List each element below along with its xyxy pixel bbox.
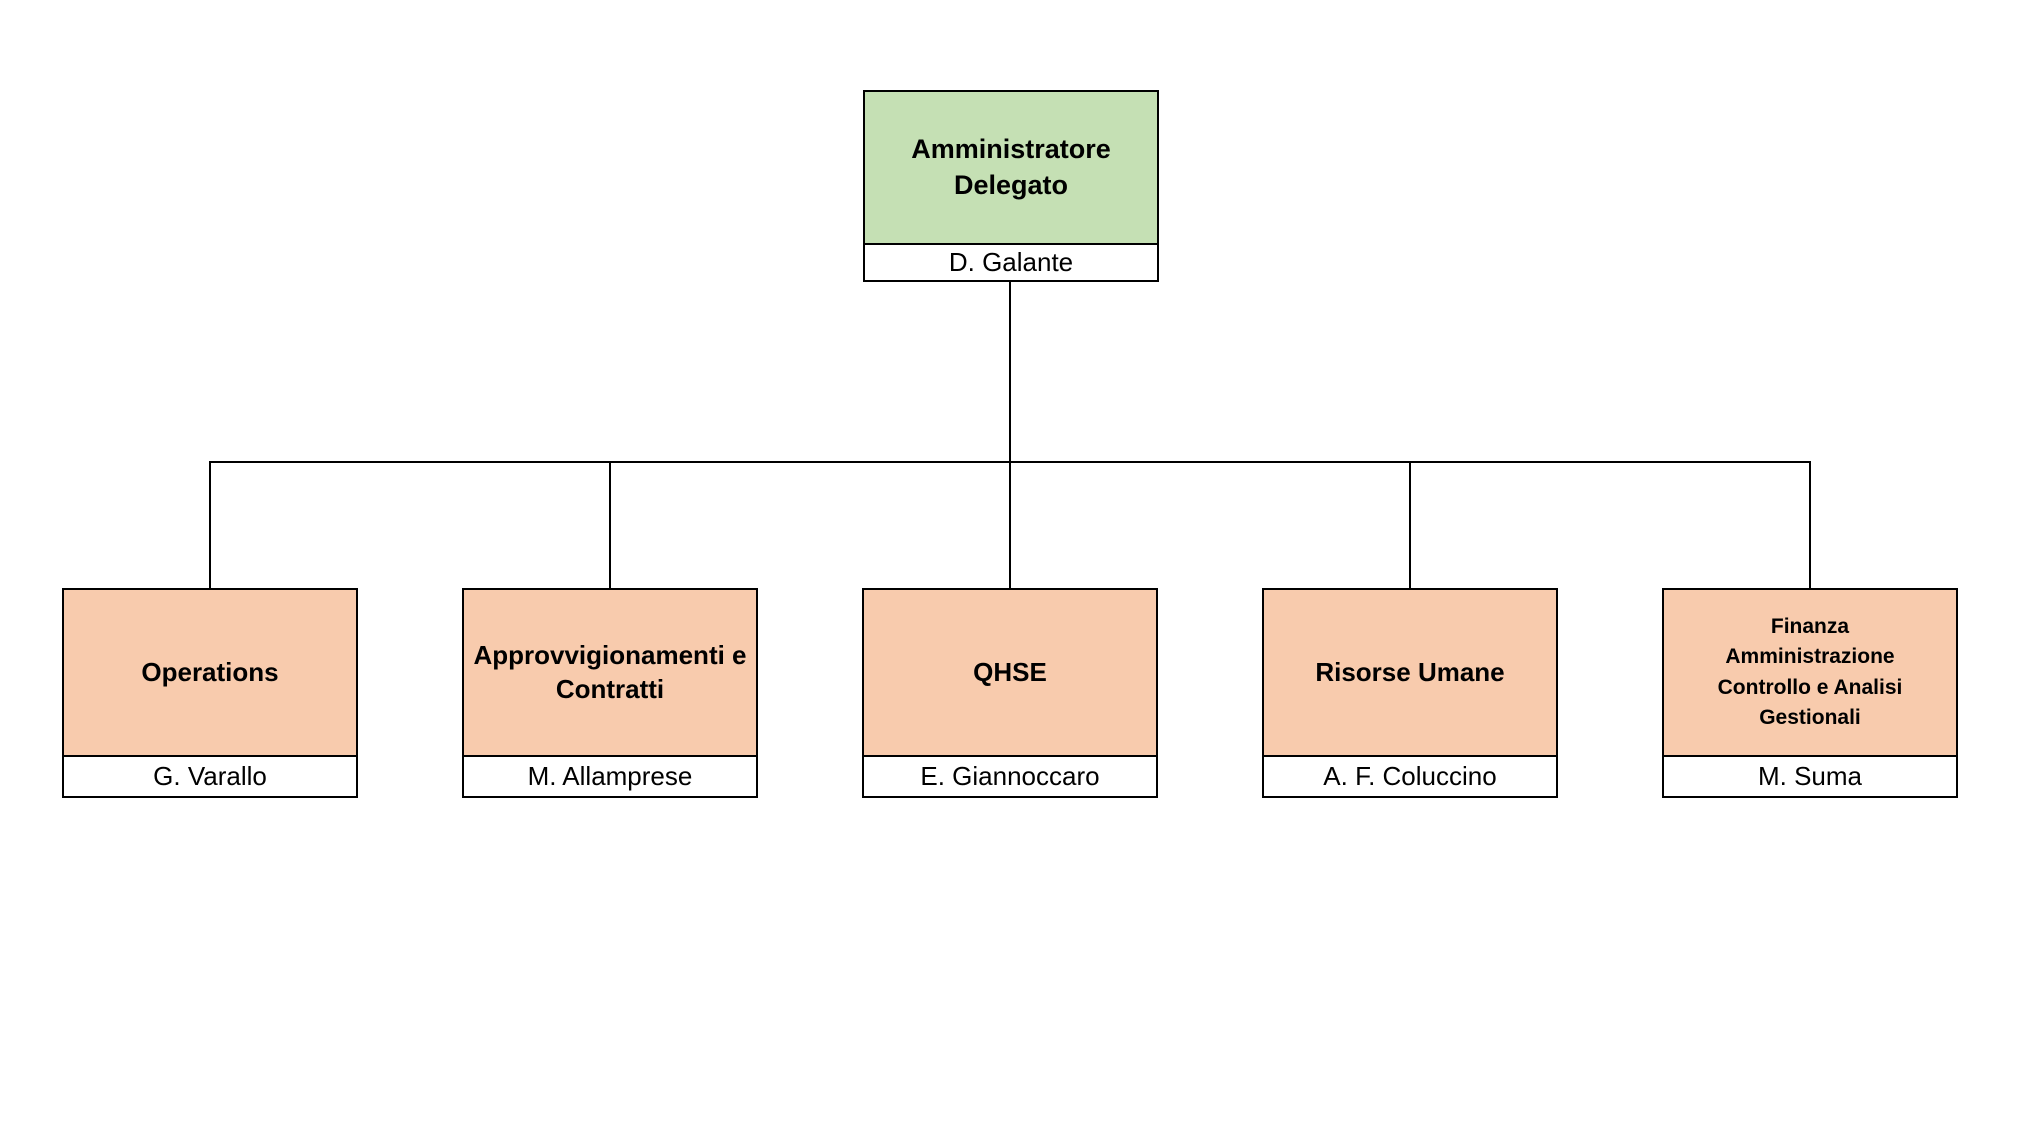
connector-drop-finanza [1809, 462, 1811, 588]
node-title: Approvvigionamenti e Contratti [464, 590, 756, 757]
node-risorse-umane: Risorse Umane A. F. Coluccino [1262, 588, 1558, 798]
node-person-name: E. Giannoccaro [864, 757, 1156, 796]
node-qhse: QHSE E. Giannoccaro [862, 588, 1158, 798]
node-title: Operations [64, 590, 356, 757]
node-title: Risorse Umane [1264, 590, 1556, 757]
node-person-name: D. Galante [865, 245, 1157, 280]
node-person-name: M. Suma [1664, 757, 1956, 796]
node-title: Amministratore Delegato [865, 92, 1157, 245]
node-person-name: M. Allamprese [464, 757, 756, 796]
node-person-name: G. Varallo [64, 757, 356, 796]
node-operations: Operations G. Varallo [62, 588, 358, 798]
node-amministratore-delegato: Amministratore Delegato D. Galante [863, 90, 1159, 282]
connector-drop-approvvigionamenti [609, 462, 611, 588]
node-title: Finanza Amministrazione Controllo e Anal… [1664, 590, 1956, 757]
connector-horizontal [209, 461, 1811, 463]
connector-drop-operations [209, 462, 211, 588]
connector-drop-risorse-umane [1409, 462, 1411, 588]
node-person-name: A. F. Coluccino [1264, 757, 1556, 796]
node-finanza-amministrazione: Finanza Amministrazione Controllo e Anal… [1662, 588, 1958, 798]
node-approvvigionamenti-e-contratti: Approvvigionamenti e Contratti M. Allamp… [462, 588, 758, 798]
node-title: QHSE [864, 590, 1156, 757]
connector-root-vertical [1009, 282, 1011, 588]
